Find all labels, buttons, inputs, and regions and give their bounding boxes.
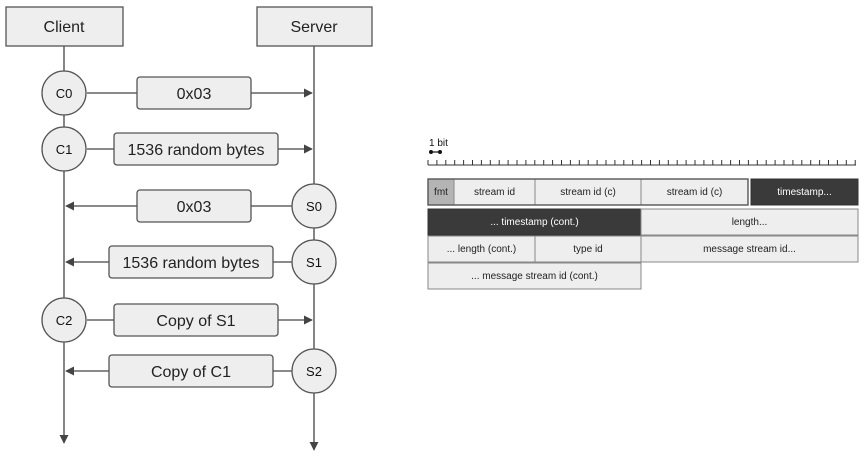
type-id-field-label: type id: [573, 244, 602, 255]
stream-id-c-field-2: [640, 178, 749, 206]
length-field-label: length...: [732, 217, 768, 228]
s1-node-label: S1: [306, 255, 322, 270]
bit-scale-label: 1 bit: [429, 138, 448, 149]
c0-message-label: 0x03: [177, 86, 212, 103]
stream-id-c-field-1-label: stream id (c): [560, 187, 616, 198]
s0-message: 0x03: [65, 189, 292, 223]
timestamp-cont-field: [427, 208, 642, 236]
s1-message-label: 1536 random bytes: [123, 255, 260, 272]
bit-scale-legend: 1 bit: [429, 138, 448, 154]
stream-id-field: [453, 178, 536, 206]
s0-message-label: 0x03: [177, 199, 212, 216]
length-field: [640, 208, 859, 236]
c2-node: C2: [41, 297, 87, 343]
fmt-field-label: fmt: [434, 187, 448, 198]
client-header: Client: [5, 6, 124, 47]
c0-message: 0x03: [87, 76, 313, 110]
bit-ruler-ticks: [427, 160, 856, 165]
header-row-2: ... timestamp (cont.) length...: [427, 208, 859, 236]
type-id-field: [534, 235, 642, 263]
c2-message: Copy of S1: [87, 303, 313, 337]
stream-id-field-label: stream id: [474, 187, 515, 198]
bit-ruler: [427, 160, 856, 166]
stream-id-c-field-2-label: stream id (c): [667, 187, 723, 198]
c2-message-label: Copy of S1: [156, 313, 235, 330]
c1-message-label: 1536 random bytes: [128, 142, 265, 159]
header-row-1: fmt stream id stream id (c) stream id (c…: [427, 178, 859, 206]
header-row-4: ... message stream id (cont.): [427, 262, 642, 290]
basic-header-outline: [427, 178, 749, 206]
client-label: Client: [44, 19, 85, 36]
header-row-3: ... length (cont.) type id message strea…: [427, 235, 859, 263]
s0-node-label: S0: [306, 199, 322, 214]
s2-node: S2: [291, 348, 337, 394]
length-cont-field-label: ... length (cont.): [447, 244, 516, 255]
s1-node: S1: [291, 239, 337, 285]
length-cont-field: [427, 235, 536, 263]
c1-node: C1: [41, 126, 87, 172]
c0-node-label: C0: [56, 86, 73, 101]
s2-message: Copy of C1: [65, 354, 292, 388]
c2-node-label: C2: [56, 313, 73, 328]
s0-node: S0: [291, 183, 337, 229]
handshake-diagram: Client Server 0x03 C0 1536 random bytes …: [5, 6, 373, 451]
s2-message-label: Copy of C1: [151, 364, 231, 381]
server-label: Server: [290, 19, 338, 36]
c0-node: C0: [41, 70, 87, 116]
timestamp-field: [750, 178, 859, 206]
c1-node-label: C1: [56, 142, 73, 157]
server-header: Server: [256, 6, 373, 47]
timestamp-field-label: timestamp...: [777, 187, 831, 198]
message-stream-id-cont-field-label: ... message stream id (cont.): [471, 271, 598, 282]
message-stream-id-field: [640, 235, 859, 263]
header-format-diagram: 1 bit fmt stream id stream id (c) stream…: [427, 138, 859, 290]
s2-node-label: S2: [306, 364, 322, 379]
timestamp-cont-field-label: ... timestamp (cont.): [490, 217, 578, 228]
message-stream-id-cont-field: [427, 262, 642, 290]
s1-message: 1536 random bytes: [65, 245, 292, 279]
c1-message: 1536 random bytes: [87, 132, 313, 166]
message-stream-id-field-label: message stream id...: [703, 244, 796, 255]
